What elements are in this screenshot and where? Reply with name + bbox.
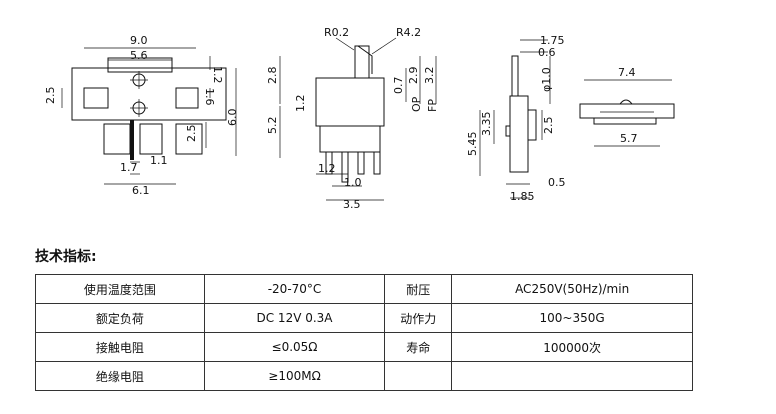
label-fp: FP xyxy=(426,99,439,112)
dim-1-2-b: 1.2 xyxy=(294,95,307,113)
dim-0-6: 0.6 xyxy=(538,46,556,59)
dim-3-35: 3.35 xyxy=(480,112,493,137)
dim-r4-2: R4.2 xyxy=(396,26,421,39)
table-cell: 耐压 xyxy=(384,274,453,304)
dim-1-85: 1.85 xyxy=(510,190,535,203)
dimension-drawing: 9.0 5.6 1.2 2.5 1.6 6.0 2.5 1.7 1.1 6.1 … xyxy=(44,26,675,211)
dim-5-6: 5.6 xyxy=(130,49,148,62)
dim-1-7: 1.7 xyxy=(120,161,138,174)
view-side: 1.75 0.6 φ1.0 5.45 3.35 2.5 0.5 1.85 xyxy=(466,34,566,203)
dim-2-5-side: 2.5 xyxy=(542,117,555,135)
dim-phi-1-0: φ1.0 xyxy=(540,67,553,92)
table-cell: 动作力 xyxy=(384,303,453,333)
section-title: 技术指标: xyxy=(35,249,97,265)
dim-1-6: 1.6 xyxy=(203,88,216,106)
dim-5-45: 5.45 xyxy=(466,132,479,157)
dim-2-5-right: 2.5 xyxy=(185,125,198,143)
dim-0-7: 0.7 xyxy=(392,77,405,95)
table-row: 额定负荷 DC 12V 0.3A 动作力 100~350G xyxy=(35,303,693,333)
dim-2-9: 2.9 xyxy=(407,67,420,85)
dim-1-0: 1.0 xyxy=(344,176,362,189)
dim-9-0: 9.0 xyxy=(130,34,148,47)
dim-1-75: 1.75 xyxy=(540,34,565,47)
table-cell: 额定负荷 xyxy=(35,303,205,333)
dim-5-7: 5.7 xyxy=(620,132,638,145)
table-cell: AC250V(50Hz)/min xyxy=(451,274,693,304)
view-top-footprint: 9.0 5.6 1.2 2.5 1.6 6.0 2.5 1.7 1.1 6.1 xyxy=(44,34,239,197)
table-cell: 绝缘电阻 xyxy=(35,361,205,391)
dim-3-5: 3.5 xyxy=(343,198,361,211)
table-cell xyxy=(384,361,453,391)
view-front: R0.2 R4.2 2.8 5.2 0.7 2.9 3.2 OP FP 1.2 … xyxy=(266,26,439,211)
table-cell: 寿命 xyxy=(384,332,453,362)
dim-1-1: 1.1 xyxy=(150,154,168,167)
table-cell: 100~350G xyxy=(451,303,693,333)
dim-7-4: 7.4 xyxy=(618,66,636,79)
table-cell: ≥100MΩ xyxy=(203,361,386,391)
table-cell: ≤0.05Ω xyxy=(203,332,386,362)
table-row: 接触电阻 ≤0.05Ω 寿命 100000次 xyxy=(35,332,693,362)
label-op: OP xyxy=(410,96,423,112)
table-cell: -20-70°C xyxy=(203,274,386,304)
dim-2-5-left: 2.5 xyxy=(44,87,57,105)
table-cell xyxy=(451,361,693,391)
spec-table: 使用温度范围 -20-70°C 耐压 AC250V(50Hz)/min 额定负荷… xyxy=(35,274,693,391)
table-cell: DC 12V 0.3A xyxy=(203,303,386,333)
table-row: 绝缘电阻 ≥100MΩ xyxy=(35,361,693,391)
dim-5-2: 5.2 xyxy=(266,117,279,135)
table-cell: 使用温度范围 xyxy=(35,274,205,304)
dim-6-1: 6.1 xyxy=(132,184,150,197)
table-cell: 接触电阻 xyxy=(35,332,205,362)
dim-6-0: 6.0 xyxy=(226,109,239,127)
dim-1-2-c: 1.2 xyxy=(318,162,336,175)
table-row: 使用温度范围 -20-70°C 耐压 AC250V(50Hz)/min xyxy=(35,274,693,304)
dim-3-2: 3.2 xyxy=(423,67,436,85)
dim-r0-2: R0.2 xyxy=(324,26,349,39)
dim-0-5: 0.5 xyxy=(548,176,566,189)
dim-2-8: 2.8 xyxy=(266,67,279,85)
dim-1-2-a: 1.2 xyxy=(211,66,224,84)
table-cell: 100000次 xyxy=(451,332,693,362)
view-bottom: 7.4 5.7 xyxy=(579,66,675,147)
